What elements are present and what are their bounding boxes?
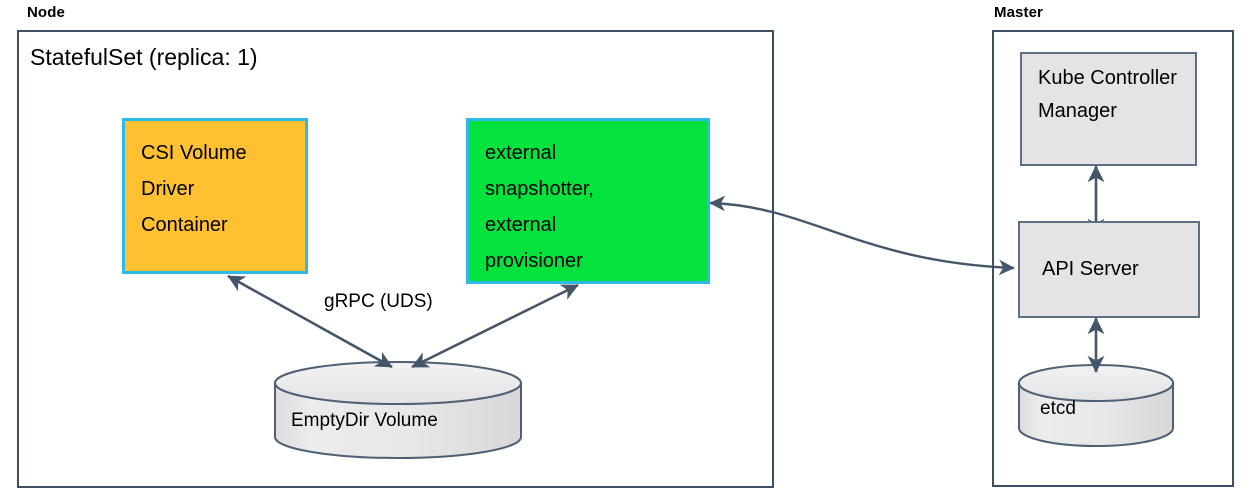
kube-controller-manager-box[interactable]: Kube Controller Manager [1020,52,1197,166]
csi-volume-driver-container-box[interactable]: CSI Volume Driver Container [122,118,308,274]
api-server-box[interactable]: API Server [1018,221,1200,318]
node-container [17,30,774,488]
master-group-caption: Master [994,4,1043,21]
node-group-caption: Node [27,4,65,21]
external-sidecars-box[interactable]: external snapshotter, external provision… [466,118,710,284]
grpc-uds-edge-label: gRPC (UDS) [324,291,433,312]
master-container [992,30,1234,487]
emptydir-volume-label: EmptyDir Volume [291,410,438,431]
etcd-label: etcd [1040,398,1076,419]
statefulset-title: StatefulSet (replica: 1) [30,44,258,70]
